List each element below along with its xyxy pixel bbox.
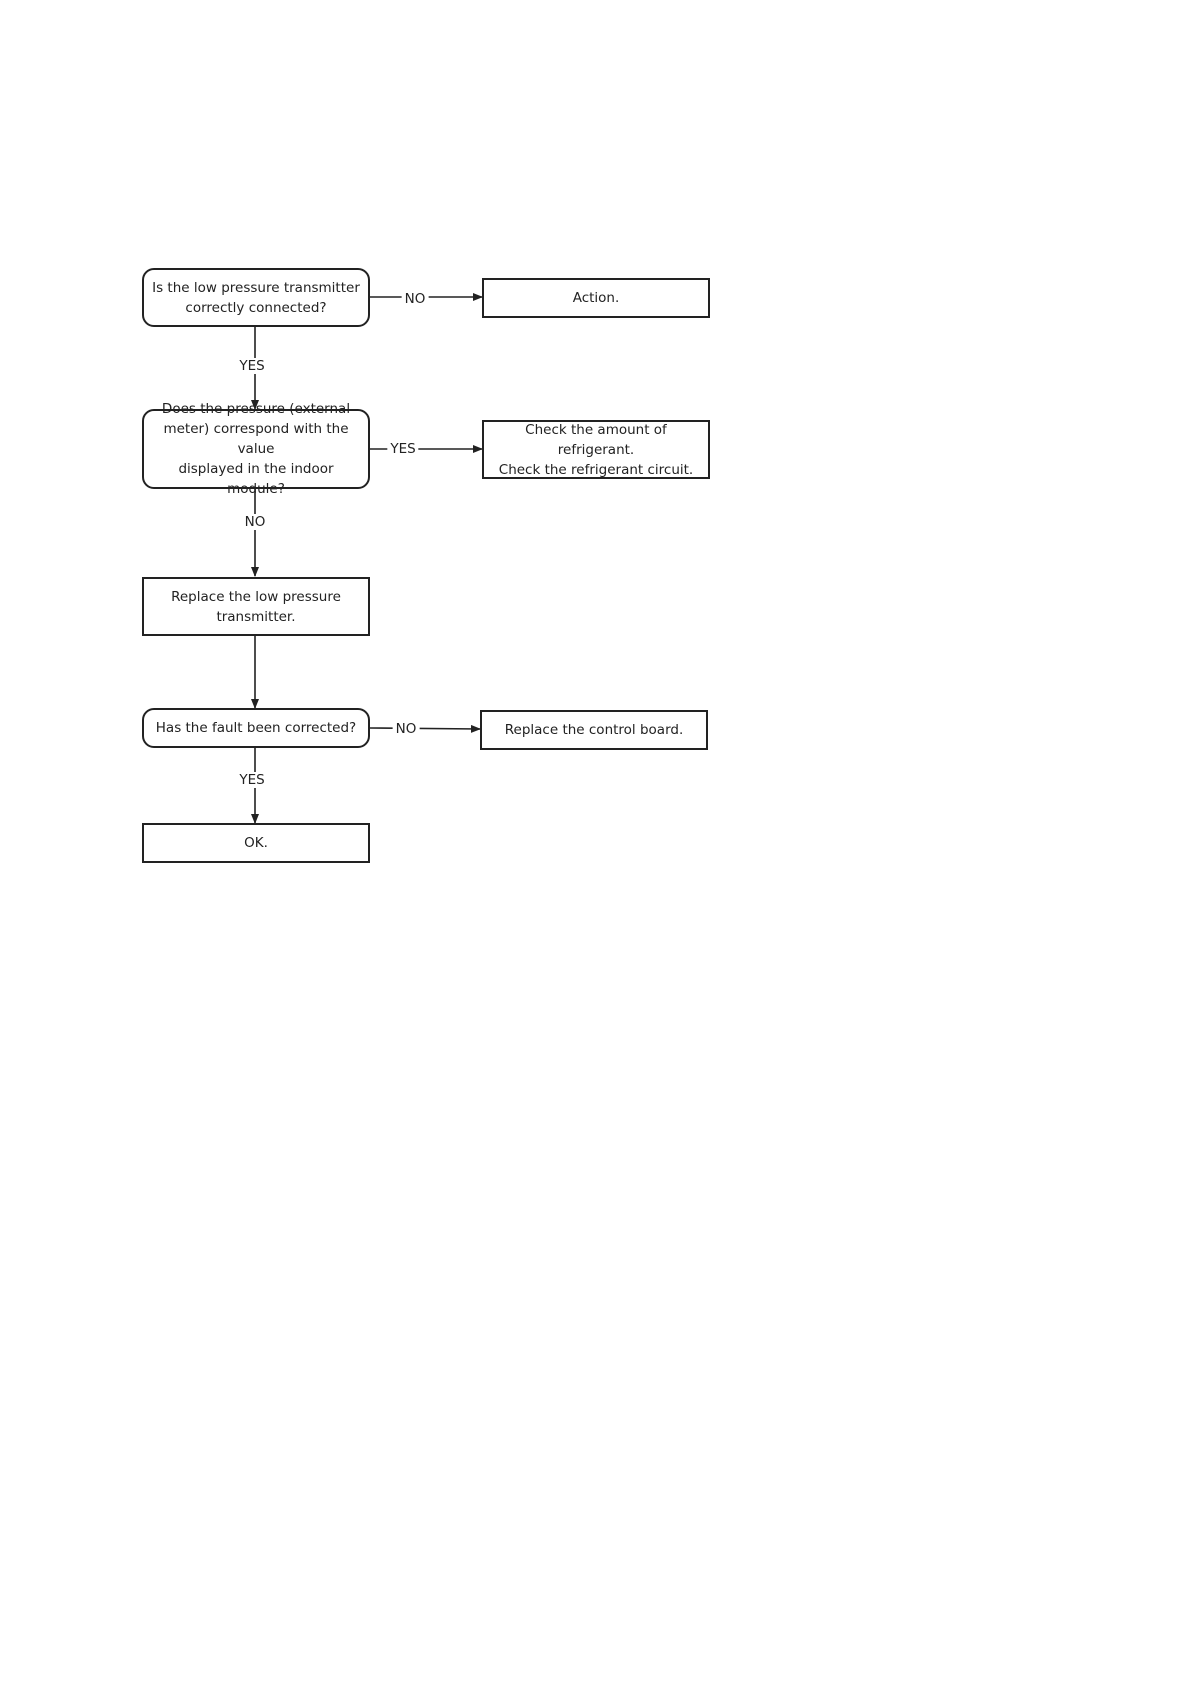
ok-box: OK. [142,823,370,863]
decision-transmitter-connected: Is the low pressure transmitter correctl… [142,268,370,327]
decision-pressure-correspond: Does the pressure (external meter) corre… [142,401,370,497]
edge-label-q2-no: NO [241,514,269,530]
replace-control-board-box: Replace the control board. [480,710,708,750]
edge-label-q3-yes: YES [236,772,268,788]
decision-fault-corrected: Has the fault been corrected? [142,708,370,748]
edge-label-q1-yes: YES [236,358,268,374]
replace-transmitter-box: Replace the low pressure transmitter. [142,577,370,636]
edge-label-q3-no: NO [392,721,420,737]
edge-label-q1-no: NO [401,291,429,307]
edge-q3-board [369,724,481,733]
action-box: Action. [482,278,710,318]
edge-label-q2-yes: YES [387,441,419,457]
check-refrigerant-box: Check the amount of refrigerant. Check t… [482,420,710,479]
